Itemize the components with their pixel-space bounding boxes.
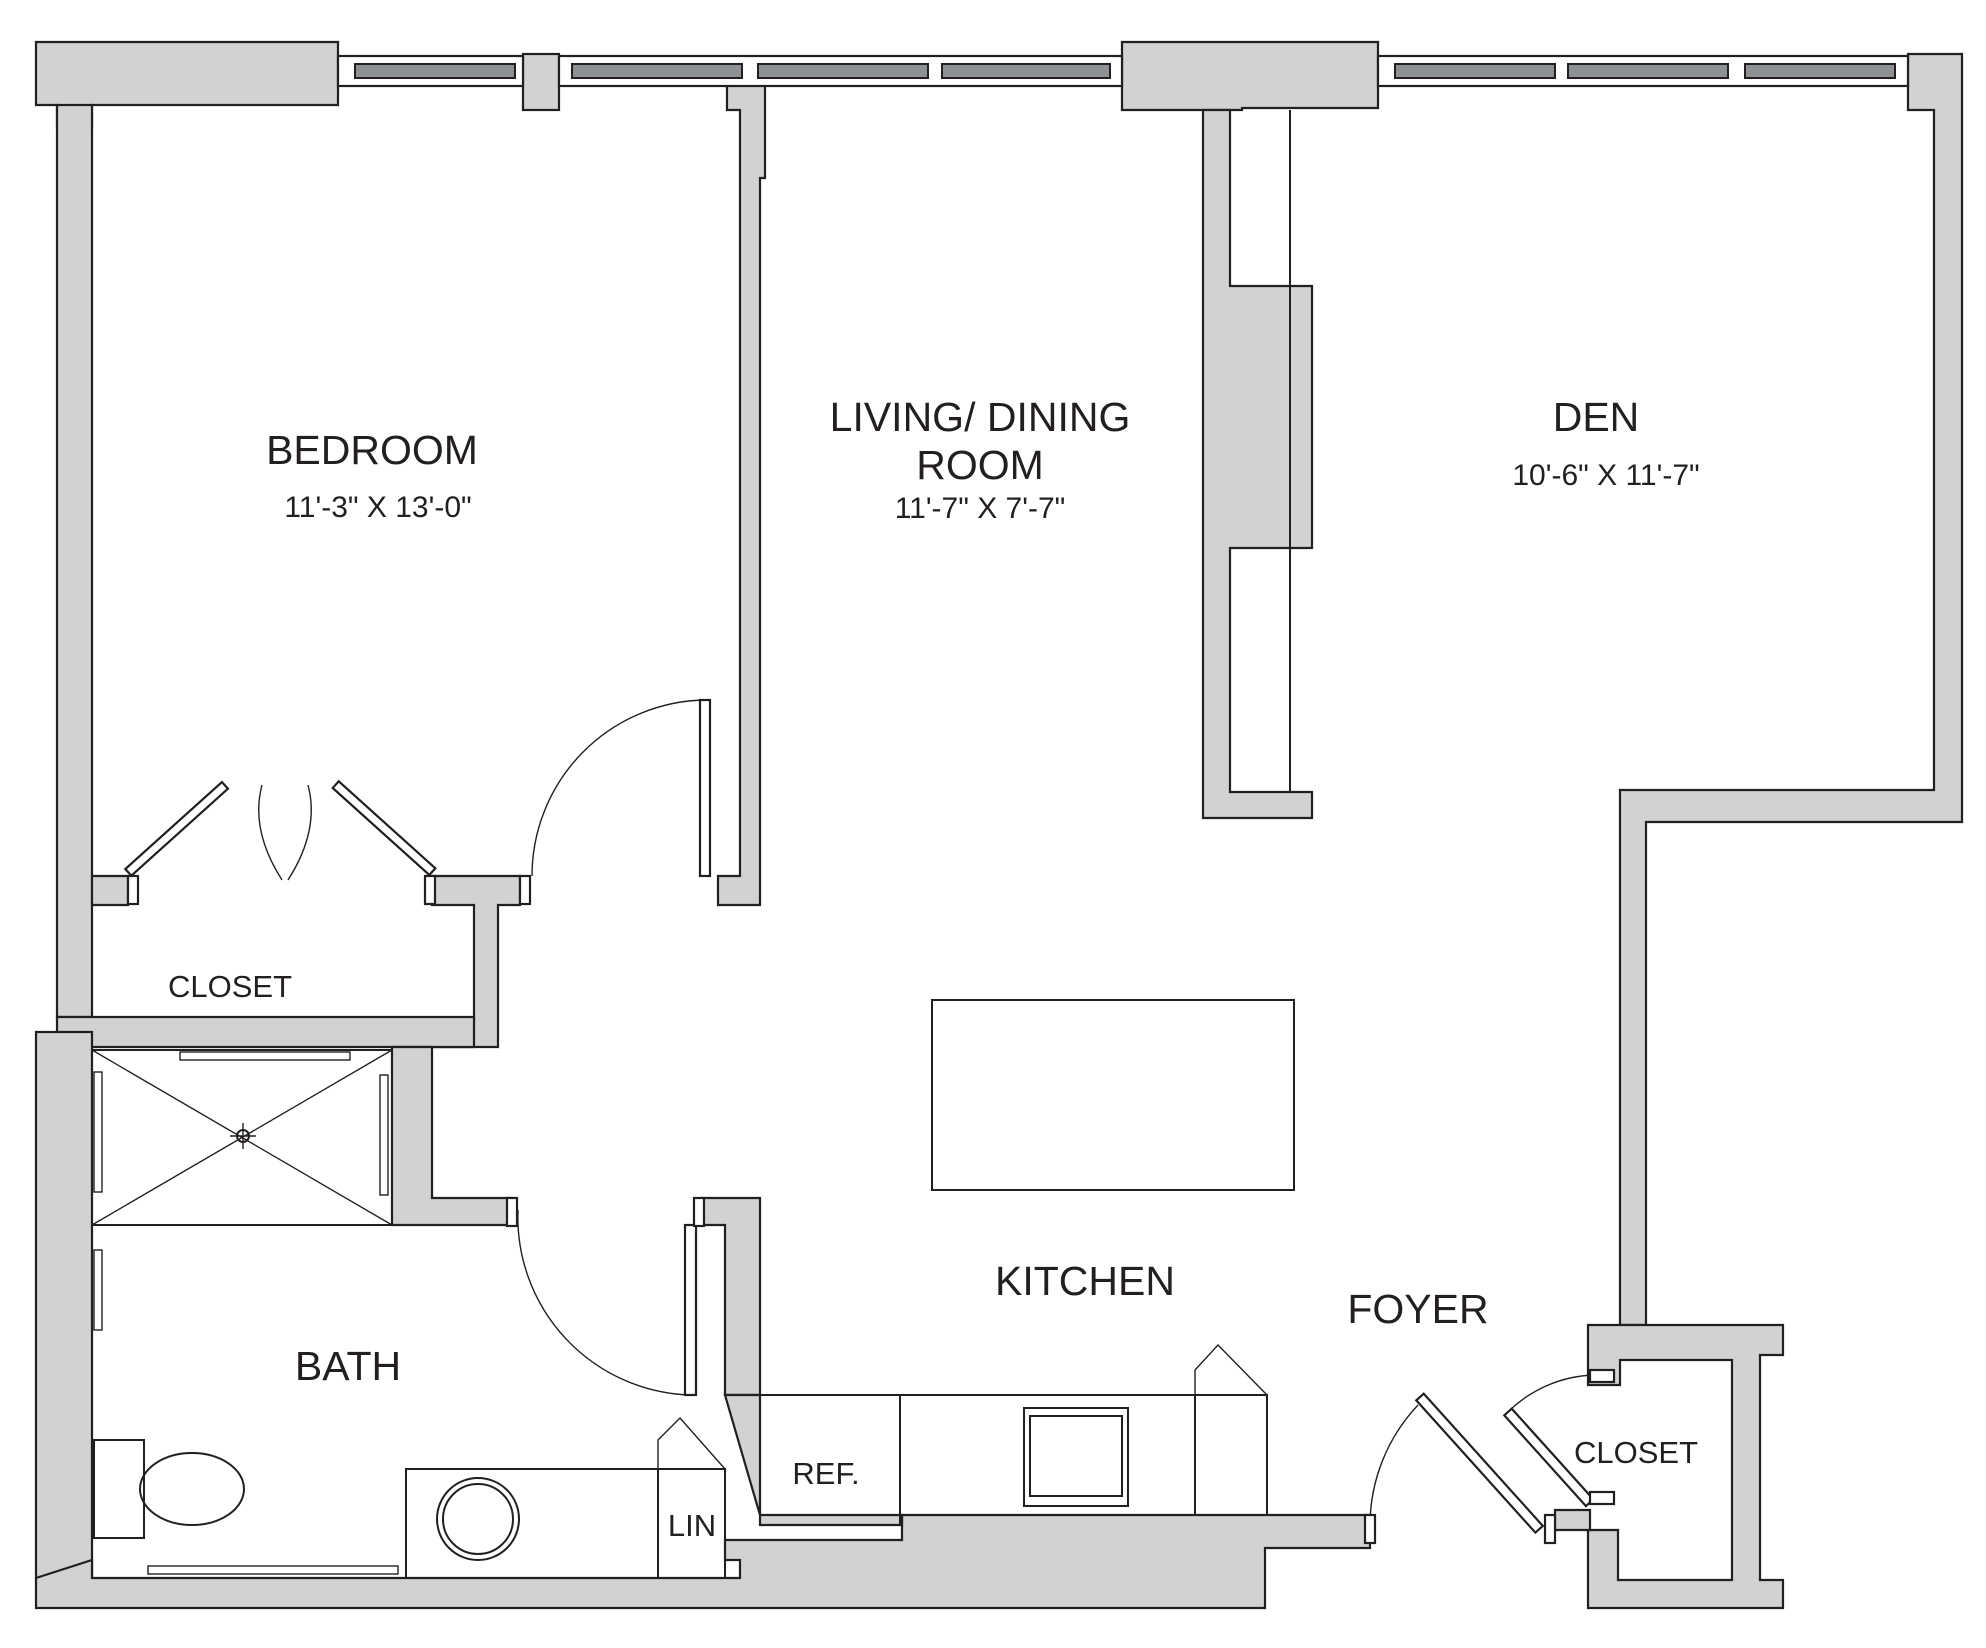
entry-door-leaf [1414,1392,1545,1535]
bath-label: BATH [294,1343,402,1389]
window-glass-2c [941,63,1111,79]
foyer-closet-door-swing [1509,1374,1596,1411]
linen-closet [657,1468,726,1579]
living-dimensions: 11'-7" X 7'-7" [894,492,1066,525]
wall-bath-left [34,1030,94,1580]
wall-top-right-corner [1618,52,1964,1327]
wall-bedroom-left [55,103,94,1019]
bedroom-door-swing [531,699,706,877]
grab-bar-shower-left [93,1071,103,1193]
kitchen-fixtures [759,999,1295,1526]
bedroom-dimensions: 11'-3" X 13'-0" [284,491,472,524]
kitchen-sink-inner [1029,1415,1123,1497]
foyer-closet-label: CLOSET [1573,1435,1699,1470]
windows [336,54,1910,792]
den-dimensions: 10'-6" X 11'-7" [1512,459,1700,492]
toilet-bowl [139,1452,245,1526]
window-glass-3b [1567,63,1729,79]
window-glass-2b [757,63,929,79]
closet-door-jamb-right [423,874,437,906]
living-label-line2: ROOM [916,442,1044,488]
bath-fixtures [91,1049,726,1579]
kitchen-island [931,999,1295,1191]
grab-bar-bath-left [93,1249,103,1331]
bedroom-label: BEDROOM [266,427,478,473]
kitchen-sink-outer [1023,1407,1129,1507]
kitchen-pantry-swing [1194,1343,1268,1396]
linen-label: LIN [667,1508,717,1543]
wall-bath-kitchen [700,1196,762,1397]
wall-top-den-pier [1120,40,1380,112]
window-glass-2a [571,63,743,79]
wall-window-pier-1 [521,52,561,112]
wall-shower-right [390,1045,514,1227]
window-glass-1 [354,63,516,79]
closet-bifold-left-a [123,780,230,878]
doors [123,698,1616,1545]
vanity-sink-inner [442,1483,514,1555]
toilet-tank [93,1439,145,1539]
closet-door-jamb-left [126,874,140,906]
wall-closet-bottom [55,1015,476,1052]
refrigerator-label: REF. [792,1456,860,1491]
closet-bifold-right-a [331,779,437,877]
bath-door-swing [517,1209,691,1396]
wall-den-living [1201,108,1314,820]
grab-bar-bath-bottom [147,1565,399,1575]
shower-slope-2 [91,1049,393,1226]
bath-door-jamb-right [692,1196,706,1228]
kitchen-range [1194,1394,1268,1516]
den-label: DEN [1552,394,1640,440]
wall-bottom [34,1513,1372,1610]
window-glass-3c [1744,63,1896,79]
window-glass-3a [1394,63,1556,79]
bedroom-door-jamb [518,874,532,906]
linen-door-swing [657,1416,726,1470]
bath-door-leaf [683,1223,698,1397]
kitchen-label: KITCHEN [995,1258,1175,1304]
grab-bar-shower-right [379,1074,389,1196]
wall-bedroom-living [716,76,767,907]
entry-door-jamb-left [1363,1513,1377,1545]
bedroom-door-leaf [698,698,712,878]
foyer-closet-jamb [1588,1490,1616,1506]
bedroom-closet-label: CLOSET [167,969,293,1004]
grab-bar-shower-top [179,1051,351,1061]
shower-pan [91,1049,393,1226]
closet-bifold-swing-left [258,784,283,881]
vanity-sink [436,1477,520,1561]
wall-bedroom-bottom [90,874,130,907]
wall-foyer-pier [1553,1508,1592,1532]
bath-door-jamb-left [505,1196,519,1228]
foyer-closet-jamb-top [1588,1368,1616,1384]
entry-door-swing [1369,1404,1419,1526]
closet-bifold-swing-right [287,784,312,881]
walls [34,40,1964,1610]
entry-door-jamb-right [1543,1513,1557,1545]
foyer-label: FOYER [1347,1286,1489,1332]
living-label-line1: LIVING/ DINING [829,394,1131,440]
